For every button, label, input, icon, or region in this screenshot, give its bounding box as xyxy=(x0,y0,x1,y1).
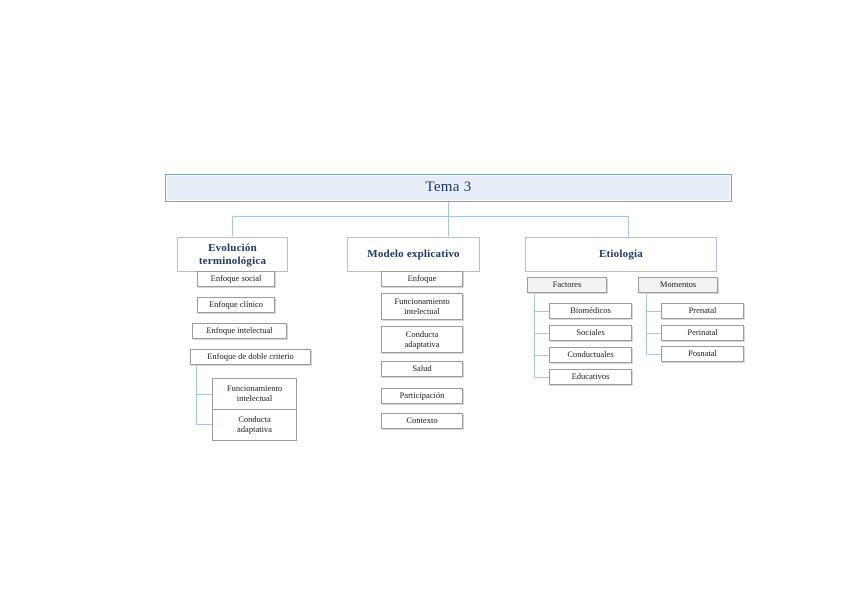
node-posnatal: Posnatal xyxy=(661,346,744,362)
node-funcionamiento-intelectual-modelo-line1: Funcionamiento xyxy=(394,295,450,306)
node-funcionamiento-intelectual-modelo-line2: intelectual xyxy=(404,305,440,316)
node-funcionamiento-intelectual-modelo: Funcionamiento intelectual xyxy=(381,293,463,320)
node-conductuales: Conductuales xyxy=(549,347,632,363)
node-enfoque: Enfoque xyxy=(381,271,463,287)
node-factores-label: Factores xyxy=(552,279,582,290)
node-perinatal-label: Perinatal xyxy=(687,327,718,338)
branch-header-etiologia-line1: Etiología xyxy=(599,248,643,261)
node-participacion: Participación xyxy=(381,388,463,404)
node-funcionamiento-intelectual-evolucion: Funcionamiento intelectual xyxy=(212,378,297,410)
node-enfoque-label: Enfoque xyxy=(407,273,437,284)
node-momentos-label: Momentos xyxy=(659,279,697,290)
node-contexto: Contexto xyxy=(381,413,463,429)
node-sociales: Sociales xyxy=(549,325,632,341)
node-biomedicos: Biomédicos xyxy=(549,303,632,319)
branch-header-evolucion-line2: terminológica xyxy=(198,254,267,267)
node-conducta-adaptativa-evolucion-line1: Conducta xyxy=(238,414,271,425)
node-conducta-adaptativa-modelo: Conducta adaptativa xyxy=(381,326,463,353)
node-conducta-adaptativa-modelo-line1: Conducta xyxy=(405,328,439,339)
node-momentos: Momentos xyxy=(638,277,718,293)
branch-header-evolucion-line1: Evolución xyxy=(208,241,257,254)
node-contexto-label: Contexto xyxy=(406,415,438,426)
node-educativos: Educativos xyxy=(549,369,632,385)
branch-header-modelo-line1: Modelo explicativo xyxy=(367,248,460,261)
branch-header-etiologia: Etiología xyxy=(525,237,717,272)
node-posnatal-label: Posnatal xyxy=(688,348,717,359)
node-conductuales-label: Conductuales xyxy=(567,349,614,360)
node-perinatal: Perinatal xyxy=(661,325,744,341)
node-enfoque-intelectual: Enfoque intelectual xyxy=(192,323,287,339)
node-conducta-adaptativa-evolucion: Conducta adaptativa xyxy=(212,409,297,441)
node-factores: Factores xyxy=(527,277,607,293)
diagram-title-banner: Tema 3 xyxy=(165,174,732,202)
node-enfoque-clinico: Enfoque clínico xyxy=(197,297,275,313)
node-funcionamiento-intelectual-evolucion-line1: Funcionamiento xyxy=(226,383,283,394)
node-prenatal: Prenatal xyxy=(661,303,744,319)
node-prenatal-label: Prenatal xyxy=(688,305,717,316)
node-enfoque-intelectual-label: Enfoque intelectual xyxy=(206,325,273,336)
branch-header-modelo: Modelo explicativo xyxy=(347,237,480,272)
node-enfoque-clinico-label: Enfoque clínico xyxy=(208,299,264,310)
node-participacion-label: Participación xyxy=(399,390,445,401)
branch-header-evolucion: Evolución terminológica xyxy=(177,237,288,272)
node-conducta-adaptativa-evolucion-line2: adaptativa xyxy=(237,424,272,434)
node-enfoque-doble-criterio-label: Enfoque de doble criterio xyxy=(207,351,294,362)
node-enfoque-social: Enfoque social xyxy=(197,271,275,287)
node-biomedicos-label: Biomédicos xyxy=(570,305,611,316)
node-educativos-label: Educativos xyxy=(571,371,610,382)
node-sociales-label: Sociales xyxy=(576,327,605,338)
node-salud: Salud xyxy=(381,361,463,377)
node-funcionamiento-intelectual-evolucion-line2: intelectual xyxy=(236,393,273,403)
node-salud-label: Salud xyxy=(412,363,432,374)
diagram-title-text: Tema 3 xyxy=(425,179,472,196)
node-conducta-adaptativa-modelo-line2: adaptativa xyxy=(404,338,440,349)
node-enfoque-doble-criterio: Enfoque de doble criterio xyxy=(190,349,311,365)
node-enfoque-social-label: Enfoque social xyxy=(210,273,262,284)
